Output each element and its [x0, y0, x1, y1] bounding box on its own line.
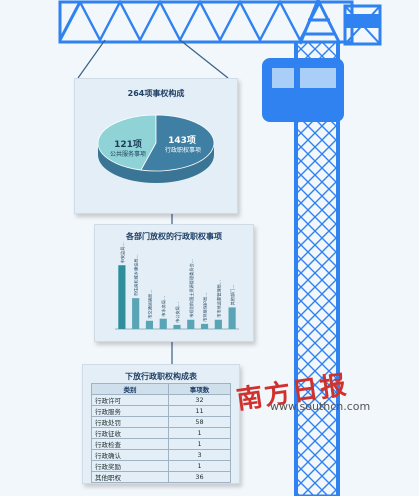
table-cell-type: 其他职权: [90, 471, 170, 483]
table-panel-title: 下放行政职权构成表: [125, 372, 197, 381]
bar-7: [200, 323, 209, 329]
table-cell-count: 11: [168, 405, 231, 417]
pie-chart: [97, 114, 215, 183]
table-cell-type: 行政确认: [90, 449, 170, 461]
bar-2: [132, 298, 140, 329]
table-cell-type: 行政检查: [90, 438, 170, 450]
table-cell-count: 3: [168, 449, 231, 461]
table-cell-type: 行政服务: [90, 405, 170, 417]
bar-chart: 市安监局… 市住房和城乡建设局… 市交通运输局… 市水务局… 市公安局… 市规划和国土资源…: [115, 242, 239, 330]
table-cell-count: 1: [168, 438, 231, 450]
pie-slice-b-label: 行政职权事项: [164, 147, 201, 154]
bar-panel-title: 各部门放权的行政职权事项: [126, 232, 222, 241]
pie-slice-a-label: 公共服务事项: [109, 151, 146, 158]
bar-9: [228, 307, 236, 329]
table-header-type: 类别: [90, 383, 170, 395]
pie-panel: 264项事权构成 121项 公共服务事项 143项 行政职权事项: [74, 78, 238, 214]
bar-label-7: 市环境保护局…: [202, 293, 209, 322]
table-cell-count: 36: [168, 471, 231, 483]
table-cell-type: 行政处罚: [90, 416, 170, 428]
pie-slice-公共服务事项: [97, 114, 157, 171]
table-cell-count: 32: [168, 394, 231, 406]
bar-label-8: 市市场监督管理局…: [215, 280, 222, 318]
table-cell-count: 1: [168, 460, 231, 472]
bar-label-2: 市住房和城乡建设局…: [133, 254, 140, 296]
table-cell-type: 行政许可: [90, 394, 170, 406]
watermark-url: www.southcn.com: [270, 400, 371, 413]
bar-label-9: 其他部门…: [229, 284, 236, 305]
bar-6: [187, 319, 195, 329]
bar-label-5: 市公安局…: [174, 302, 181, 323]
bar-label-4: 市水务局…: [160, 296, 167, 317]
bar-panel: 各部门放权的行政职权事项 市安监局… 市住房和城乡建设局… 市交通运输局… 市水务局……: [94, 224, 254, 342]
pie-panel-title: 264项事权构成: [127, 89, 185, 98]
table-header-count: 事项数: [168, 383, 231, 395]
bar-label-3: 市交通运输局…: [146, 289, 153, 318]
table-cell-type: 行政征收: [90, 427, 170, 439]
pie-slice-行政职权事项: [140, 114, 215, 172]
table-cell-count: 1: [168, 427, 231, 439]
crane-top-tower: [298, 0, 382, 46]
bar-label-6: 市规划和国土资源管理委员会…: [188, 259, 195, 318]
table-header-row: 类别 事项数: [90, 383, 231, 395]
table-cell-count: 58: [168, 416, 231, 428]
bar-8: [214, 319, 222, 329]
table-cell-type: 行政奖励: [90, 460, 170, 472]
pie-slice-b-value: 143项: [168, 136, 196, 146]
bar-3: [145, 320, 154, 329]
bar-label-1: 市安监局…: [119, 242, 126, 263]
crane-cables: [77, 39, 229, 364]
bar-1: [118, 265, 126, 329]
bar-5: [173, 324, 181, 329]
bar-4: [159, 318, 167, 329]
crane-cab: [262, 58, 344, 122]
pie-slice-a-value: 121项: [114, 140, 142, 150]
